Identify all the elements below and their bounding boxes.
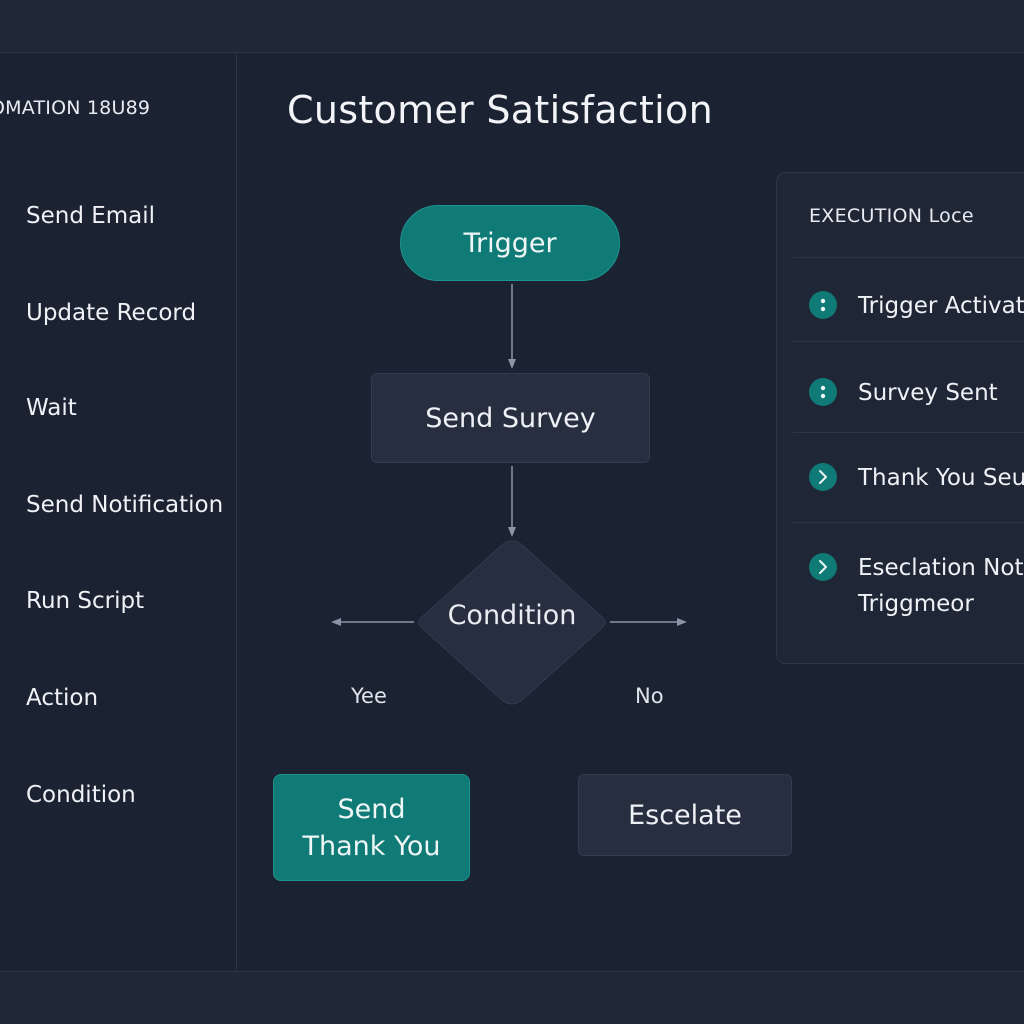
trigger-node[interactable]: Trigger <box>400 205 620 281</box>
send-thank-you-node[interactable]: Send Thank You <box>273 774 470 881</box>
execution-log-panel: EXECUTION Loce Trigger Activat Survey Se… <box>776 172 1024 664</box>
log-entry-survey[interactable]: Survey Sent <box>809 376 1024 436</box>
sidebar-item-wait[interactable]: Wait <box>26 395 77 421</box>
sidebar: OMATION 18U89 Send Email Update Record W… <box>0 53 237 971</box>
condition-node[interactable] <box>418 540 606 705</box>
log-entry-text: Eseclation Not Triggmeor <box>858 550 1023 622</box>
log-entry-line1: Eseclation Not <box>858 555 1024 581</box>
log-divider <box>793 257 1024 258</box>
dots-icon <box>809 291 837 319</box>
chevron-right-icon <box>809 463 837 491</box>
log-entry-text: Trigger Activat <box>858 293 1024 319</box>
sidebar-item-update-record[interactable]: Update Record <box>26 300 197 326</box>
top-bar <box>0 0 1024 53</box>
send-thank-you-line1: Send <box>337 793 406 825</box>
sidebar-item-action[interactable]: Action <box>26 685 99 711</box>
log-entry-line2: Triggmeor <box>858 591 974 617</box>
bottom-bar <box>0 971 1024 1024</box>
log-divider <box>793 341 1024 342</box>
send-thank-you-line2: Thank You <box>302 830 441 862</box>
log-entry-trigger[interactable]: Trigger Activat <box>809 289 1024 349</box>
page-title: Customer Satisfaction <box>287 88 713 132</box>
no-branch-label: No <box>635 684 664 708</box>
log-entry-text: Thank You Seu <box>858 465 1024 491</box>
send-survey-node[interactable]: Send Survey <box>371 373 650 463</box>
dots-icon <box>809 378 837 406</box>
sidebar-item-send-email[interactable]: Send Email <box>26 203 156 229</box>
sidebar-header-label: OMATION 18U89 <box>0 97 151 119</box>
log-entry-thank-you[interactable]: Thank You Seu <box>809 461 1024 521</box>
sidebar-header: OMATION 18U89 <box>0 97 236 121</box>
escalate-node[interactable]: Escelate <box>578 774 792 856</box>
log-divider <box>793 432 1024 433</box>
yes-branch-label: Yee <box>351 684 387 708</box>
log-entry-text: Survey Sent <box>858 380 998 406</box>
sidebar-item-condition[interactable]: Condition <box>26 782 136 808</box>
execution-log-title: EXECUTION Loce <box>809 205 974 227</box>
sidebar-item-send-notification[interactable]: Send Notification <box>26 492 224 518</box>
log-entry-escalation[interactable]: Eseclation Not Triggmeor <box>809 551 1024 631</box>
chevron-right-icon <box>809 553 837 581</box>
log-divider <box>793 522 1024 523</box>
sidebar-item-run-script[interactable]: Run Script <box>26 588 145 614</box>
